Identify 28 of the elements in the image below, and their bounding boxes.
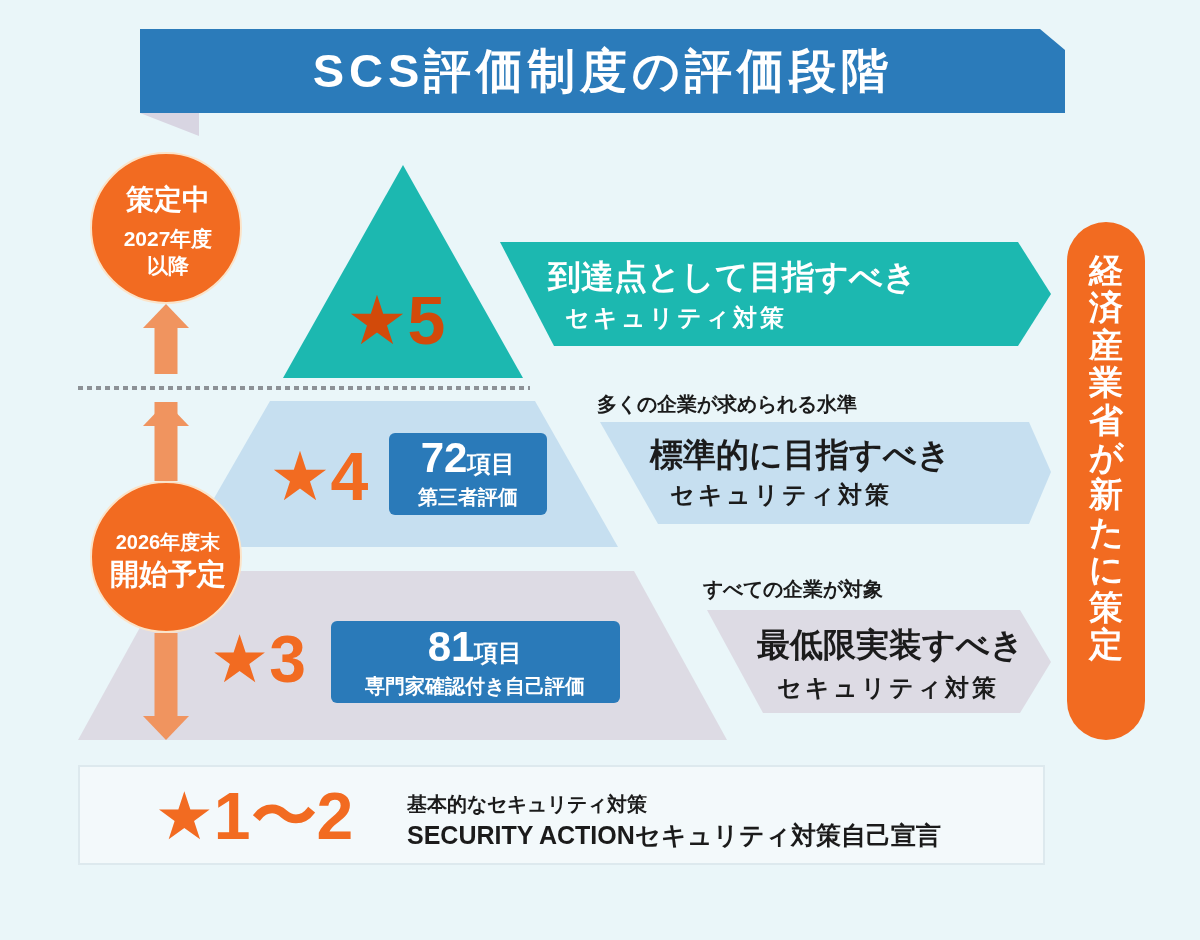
target-label: 多くの企業が求められる水準 bbox=[597, 392, 857, 416]
panel-subtitle: 基本的なセキュリティ対策 bbox=[407, 792, 647, 816]
info-box bbox=[389, 433, 547, 515]
arrow bbox=[143, 304, 189, 481]
star-rating: ★4 bbox=[269, 436, 369, 516]
chevron-subheading: セキュリティ対策 bbox=[777, 674, 999, 702]
chevron-heading: 到達点として目指すべき bbox=[548, 258, 917, 296]
chevron-subheading: セキュリティ対策 bbox=[565, 304, 787, 332]
item-count: 81項目 bbox=[427, 622, 523, 672]
panel-title: SECURITY ACTIONセキュリティ対策自己宣言 bbox=[407, 820, 941, 850]
date-label: 2026年度末 bbox=[115, 530, 221, 554]
chevron-subheading: セキュリティ対策 bbox=[670, 481, 892, 509]
status-label: 開始予定 bbox=[110, 558, 226, 592]
chevron-heading: 最低限実装すべき bbox=[757, 626, 1024, 664]
item-count: 72項目 bbox=[420, 433, 516, 483]
assessment-type: 第三者評価 bbox=[418, 485, 518, 509]
chevron-heading: 標準的に目指すべき bbox=[650, 436, 951, 474]
target-label: すべての企業が対象 bbox=[703, 577, 883, 601]
star-rating: ★5 bbox=[346, 280, 446, 360]
date-label: 2027年度以降 bbox=[122, 225, 214, 279]
star-rating: ★3 bbox=[210, 622, 306, 698]
arrow bbox=[143, 633, 189, 740]
status-label: 策定中 bbox=[126, 183, 210, 217]
star-rating: ★1〜2 bbox=[154, 779, 354, 855]
vertical-label: 経済産業省が新たに策定 bbox=[1088, 252, 1124, 664]
info-box bbox=[331, 621, 620, 703]
page-title: SCS評価制度の評価段階 bbox=[312, 44, 894, 98]
assessment-type: 専門家確認付き自己評価 bbox=[365, 674, 585, 698]
